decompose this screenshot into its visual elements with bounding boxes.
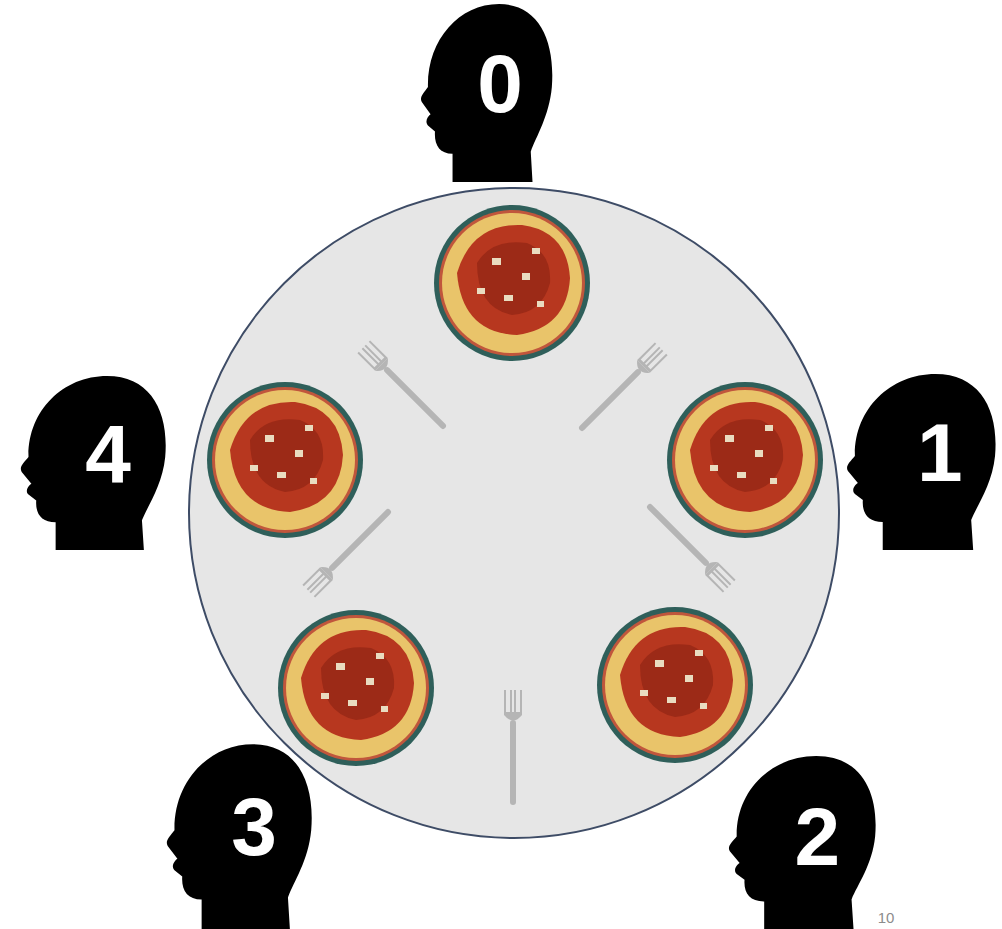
philosopher-head: 4 [12, 372, 172, 550]
philosopher-head: 0 [413, 0, 558, 182]
philosopher-number: 2 [794, 796, 840, 878]
philosopher-head: 1 [838, 370, 1002, 550]
philosopher-head: 3 [158, 740, 318, 929]
philosopher-number: 1 [917, 412, 963, 494]
philosopher-number: 0 [477, 43, 523, 125]
page-number: 10 [878, 910, 895, 925]
philosopher-head: 2 [720, 752, 882, 929]
philosopher-number: 3 [231, 786, 277, 868]
philosopher-number: 4 [85, 413, 131, 495]
